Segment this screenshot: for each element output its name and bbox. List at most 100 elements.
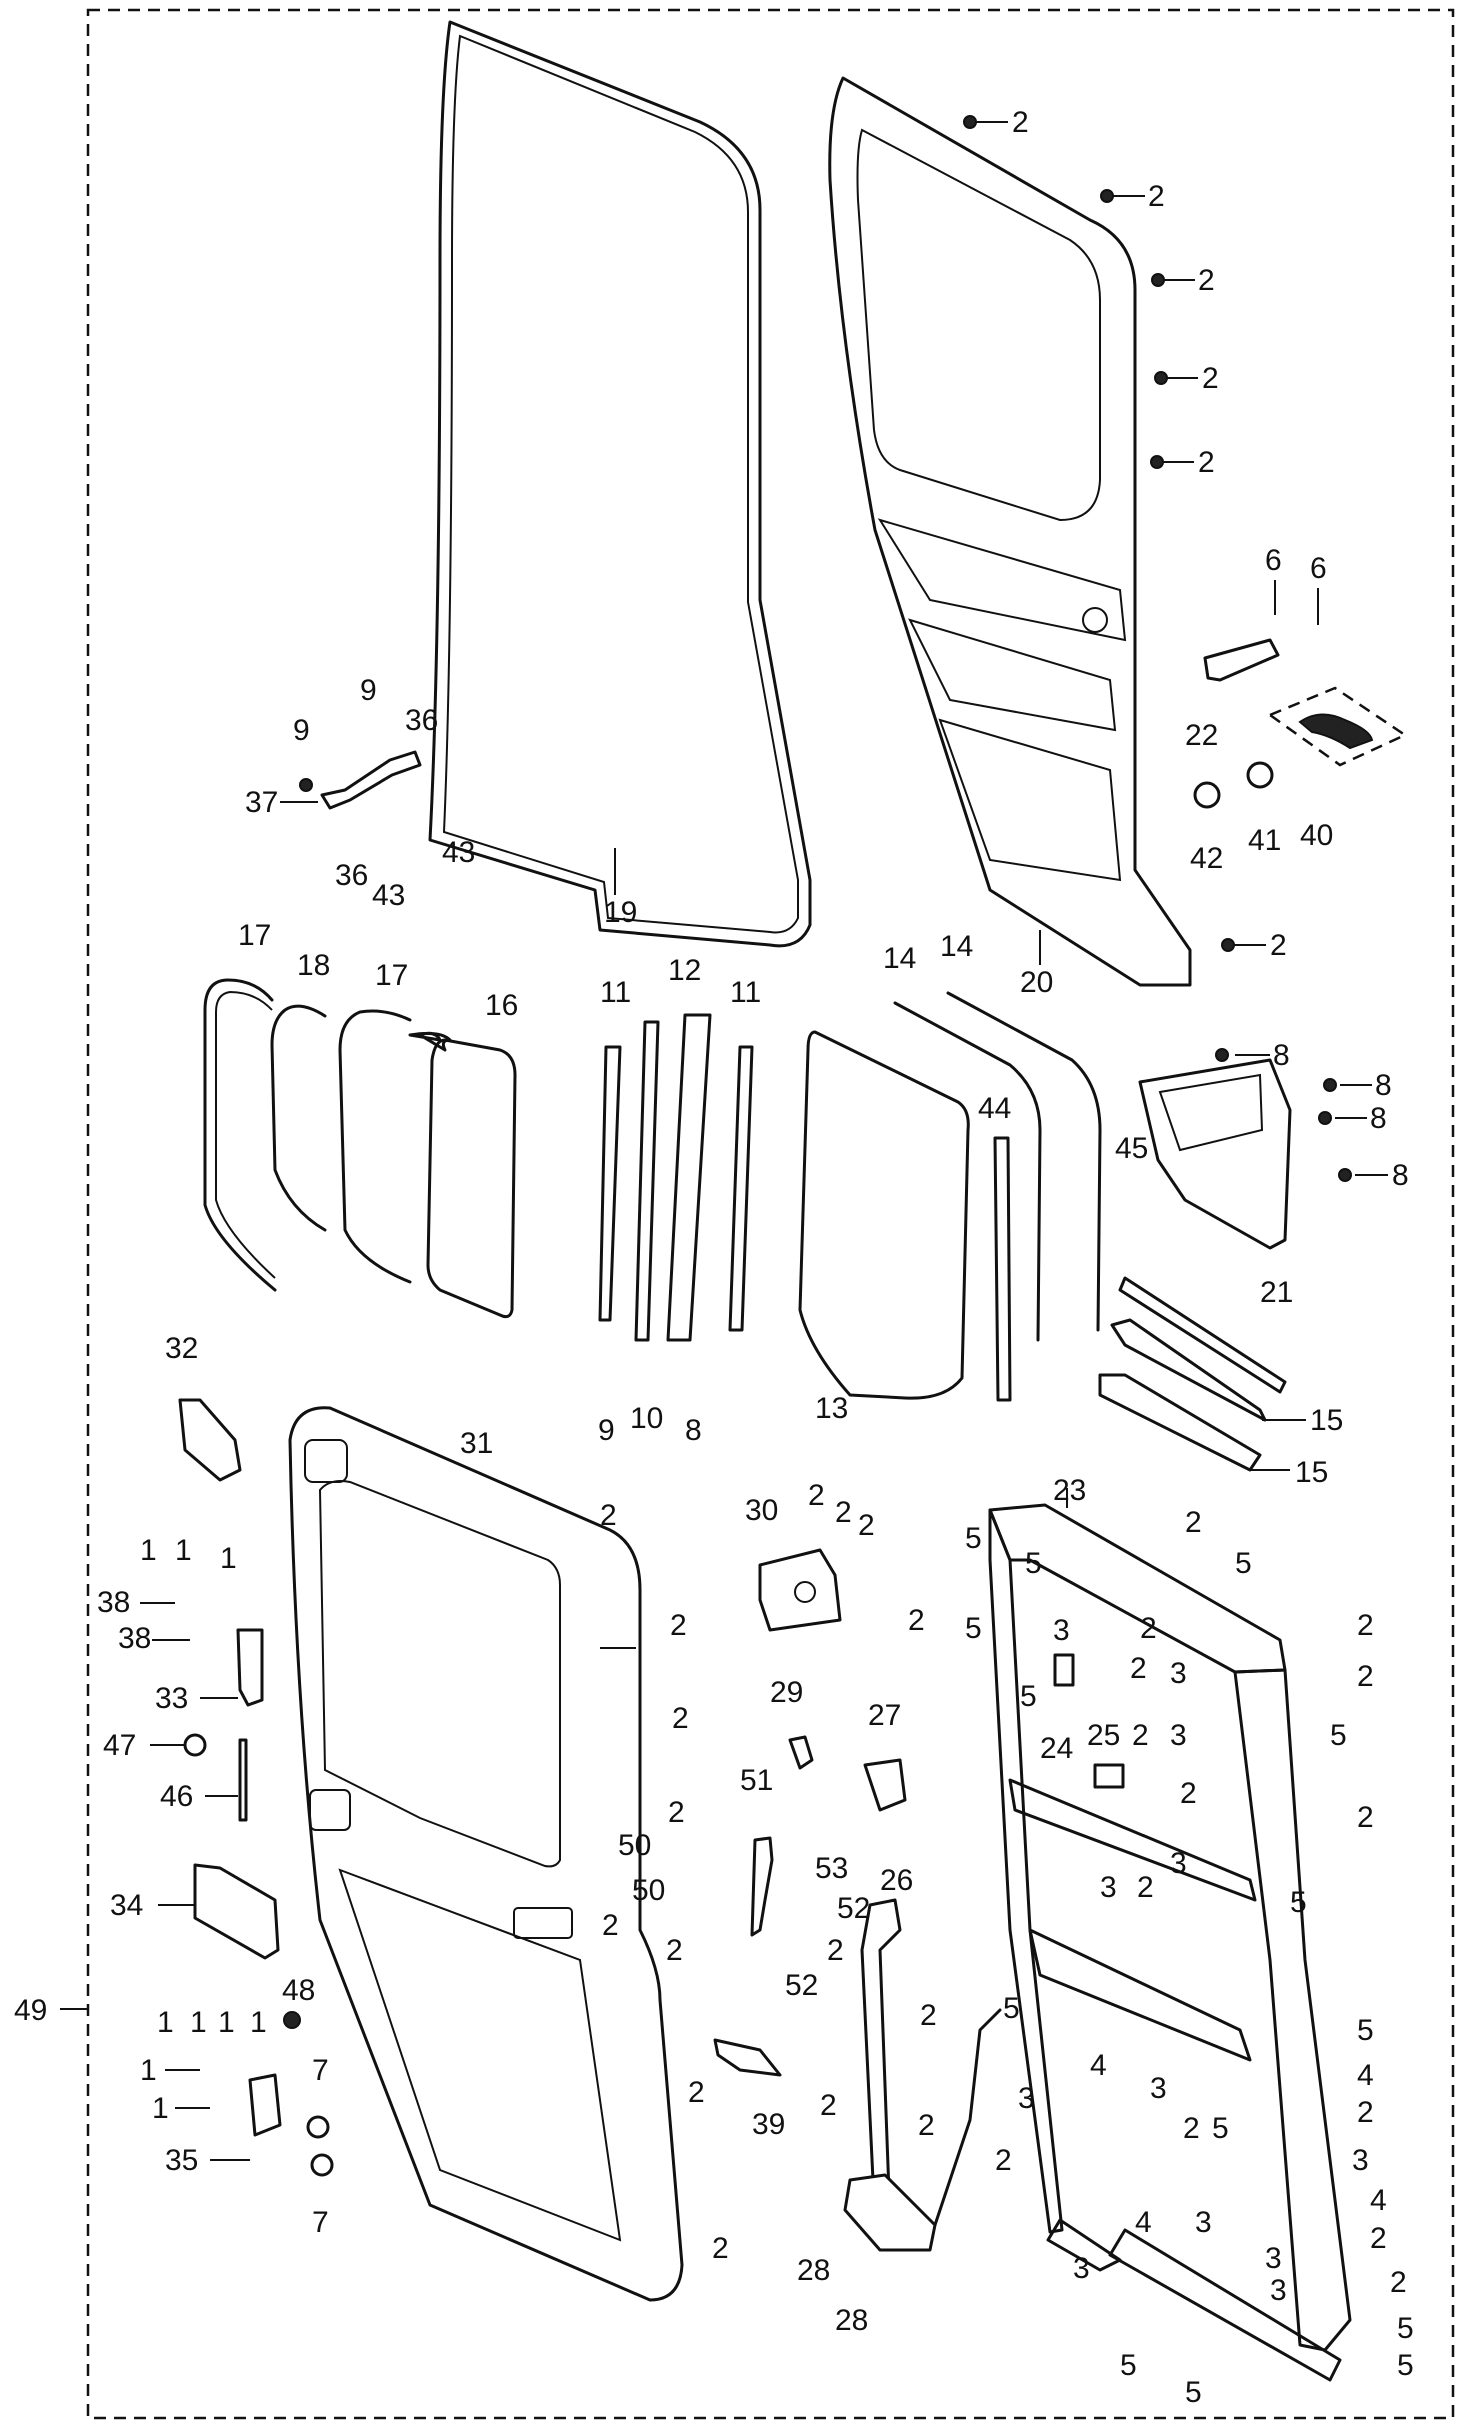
handle-box-40	[1267, 686, 1408, 767]
hinge-33	[236, 1628, 264, 1707]
callout-51: 51	[740, 1764, 773, 1797]
callout-43: 43	[372, 879, 405, 912]
callout-41: 41	[1248, 824, 1281, 857]
washer-42	[1193, 781, 1221, 809]
channel-11-right	[728, 1045, 754, 1332]
callout-2: 2	[1185, 1506, 1202, 1539]
weatherstrip-18	[270, 1004, 327, 1232]
callout-3: 3	[1100, 1871, 1117, 1904]
callout-2: 2	[1357, 1660, 1374, 1693]
callout-1: 1	[175, 1534, 192, 1567]
handle-bracket-22	[1203, 638, 1280, 682]
hinge-plate-32	[178, 1398, 242, 1482]
door-frame	[988, 1503, 1352, 2382]
callout-3: 3	[1195, 2206, 1212, 2239]
callout-15: 15	[1310, 1404, 1343, 1437]
callout-3: 3	[1170, 1719, 1187, 1752]
callout-50: 50	[632, 1874, 665, 1907]
door-outer-panel	[288, 1406, 684, 2302]
channel-10	[634, 1020, 660, 1342]
regulator-arm-26	[933, 2008, 1002, 2227]
bracket-27	[863, 1758, 907, 1812]
callout-8: 8	[1392, 1159, 1409, 1192]
assembly-boundary	[86, 8, 1455, 2420]
callout-5: 5	[1397, 2312, 1414, 2345]
callout-5: 5	[965, 1612, 982, 1645]
callout-48: 48	[282, 1974, 315, 2007]
callout-10: 10	[630, 1402, 663, 1435]
callout-18: 18	[297, 949, 330, 982]
callout-46: 46	[160, 1780, 193, 1813]
callout-2: 2	[1183, 2112, 1200, 2145]
callout-53: 53	[815, 1852, 848, 1885]
callout-16: 16	[485, 989, 518, 1022]
callout-11: 11	[730, 976, 761, 1009]
belt-strip-15-b	[1098, 1373, 1262, 1472]
glass-panel-16	[408, 1031, 452, 1052]
callout-4: 4	[1357, 2059, 1374, 2092]
callout-2: 2	[670, 1609, 687, 1642]
bracket-37	[320, 750, 422, 810]
run-channel-14-a	[893, 1001, 1042, 1342]
callout-2: 2	[820, 2089, 837, 2122]
window-glass	[428, 20, 812, 948]
callout-40: 40	[1300, 819, 1333, 852]
callout-5: 5	[965, 1522, 982, 1555]
callout-4: 4	[1370, 2184, 1387, 2217]
callout-14: 14	[940, 930, 973, 963]
callout-2: 2	[1390, 2266, 1407, 2299]
callout-9: 9	[598, 1414, 615, 1447]
callout-1: 1	[152, 2092, 169, 2125]
callout-12: 12	[668, 954, 701, 987]
bracket-39	[713, 2038, 782, 2077]
callout-4: 4	[1135, 2206, 1152, 2239]
callout-20: 20	[1020, 966, 1053, 999]
callout-11: 11	[600, 976, 631, 1009]
channel-12	[666, 1013, 712, 1342]
callout-5: 5	[1235, 1547, 1252, 1580]
callout-15: 15	[1295, 1456, 1328, 1489]
callout-2: 2	[920, 1999, 937, 2032]
weatherstrip-17-right	[338, 1009, 412, 1284]
callout-2: 2	[1198, 446, 1215, 479]
regulator-motor-26	[843, 2173, 937, 2252]
callout-1: 1	[140, 2054, 157, 2087]
handle-40	[1298, 713, 1374, 750]
callout-47: 47	[103, 1729, 136, 1762]
callout-2: 2	[600, 1499, 617, 1532]
callout-2: 2	[1148, 180, 1165, 213]
callout-3: 3	[1018, 2082, 1035, 2115]
callout-34: 34	[110, 1889, 143, 1922]
callout-38: 38	[97, 1586, 130, 1619]
callout-4: 4	[1090, 2049, 1107, 2082]
callout-17: 17	[375, 959, 408, 992]
callout-1: 1	[157, 2006, 174, 2039]
run-channel-14-b	[946, 991, 1102, 1332]
strip-44	[993, 1136, 1012, 1402]
weatherstrip-17-left	[203, 978, 277, 1292]
washer-41	[1246, 761, 1274, 789]
callout-49: 49	[14, 1994, 47, 2027]
callout-28: 28	[797, 2254, 830, 2287]
callout-2: 2	[1132, 1719, 1149, 1752]
window-regulator-26	[860, 1898, 902, 2224]
latch-29	[788, 1735, 814, 1770]
callout-2: 2	[1357, 2096, 1374, 2129]
hinge-plate-34	[193, 1863, 280, 1960]
callout-2: 2	[1357, 1801, 1374, 1834]
callout-2: 2	[995, 2144, 1012, 2177]
callout-3: 3	[1170, 1847, 1187, 1880]
glass-panel-13	[798, 1030, 970, 1400]
callout-2: 2	[1140, 1612, 1157, 1645]
callout-7: 7	[312, 2206, 329, 2239]
callout-14: 14	[883, 942, 916, 975]
callout-3: 3	[1352, 2144, 1369, 2177]
callout-2: 2	[1137, 1871, 1154, 1904]
callout-44: 44	[978, 1092, 1011, 1125]
callout-3: 3	[1053, 1614, 1070, 1647]
callout-7: 7	[312, 2054, 329, 2087]
door-inner-panel	[828, 76, 1192, 987]
callout-2: 2	[1012, 106, 1029, 139]
callout-2: 2	[835, 1496, 852, 1529]
callout-13: 13	[815, 1392, 848, 1425]
